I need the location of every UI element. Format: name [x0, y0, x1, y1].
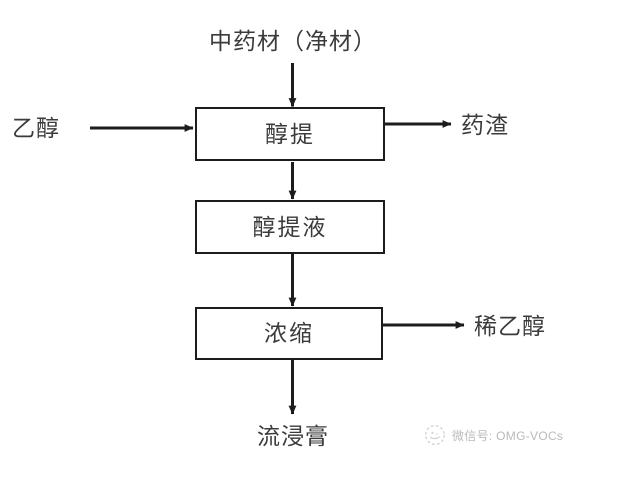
node-input-material: 中药材（净材） [209, 29, 377, 54]
node-output-fluid-extract: 流浸膏 [257, 424, 329, 449]
watermark-text: 微信号: OMG-VOCs [452, 428, 564, 443]
node-process-extraction: 醇提 [195, 107, 385, 161]
node-process-concentration-label: 浓缩 [264, 321, 314, 346]
node-process-extract-liquid: 醇提液 [195, 200, 385, 254]
node-output-residue: 药渣 [461, 113, 509, 138]
node-process-extract-liquid-label: 醇提液 [252, 214, 328, 240]
node-output-dilute-ethanol: 稀乙醇 [474, 314, 546, 339]
watermark: 微信号: OMG-VOCs [424, 424, 563, 446]
node-input-solvent: 乙醇 [12, 116, 60, 141]
node-process-extraction-label: 醇提 [265, 121, 315, 147]
node-process-concentration: 浓缩 [195, 307, 383, 360]
wechat-circle-logo-icon [425, 425, 445, 445]
